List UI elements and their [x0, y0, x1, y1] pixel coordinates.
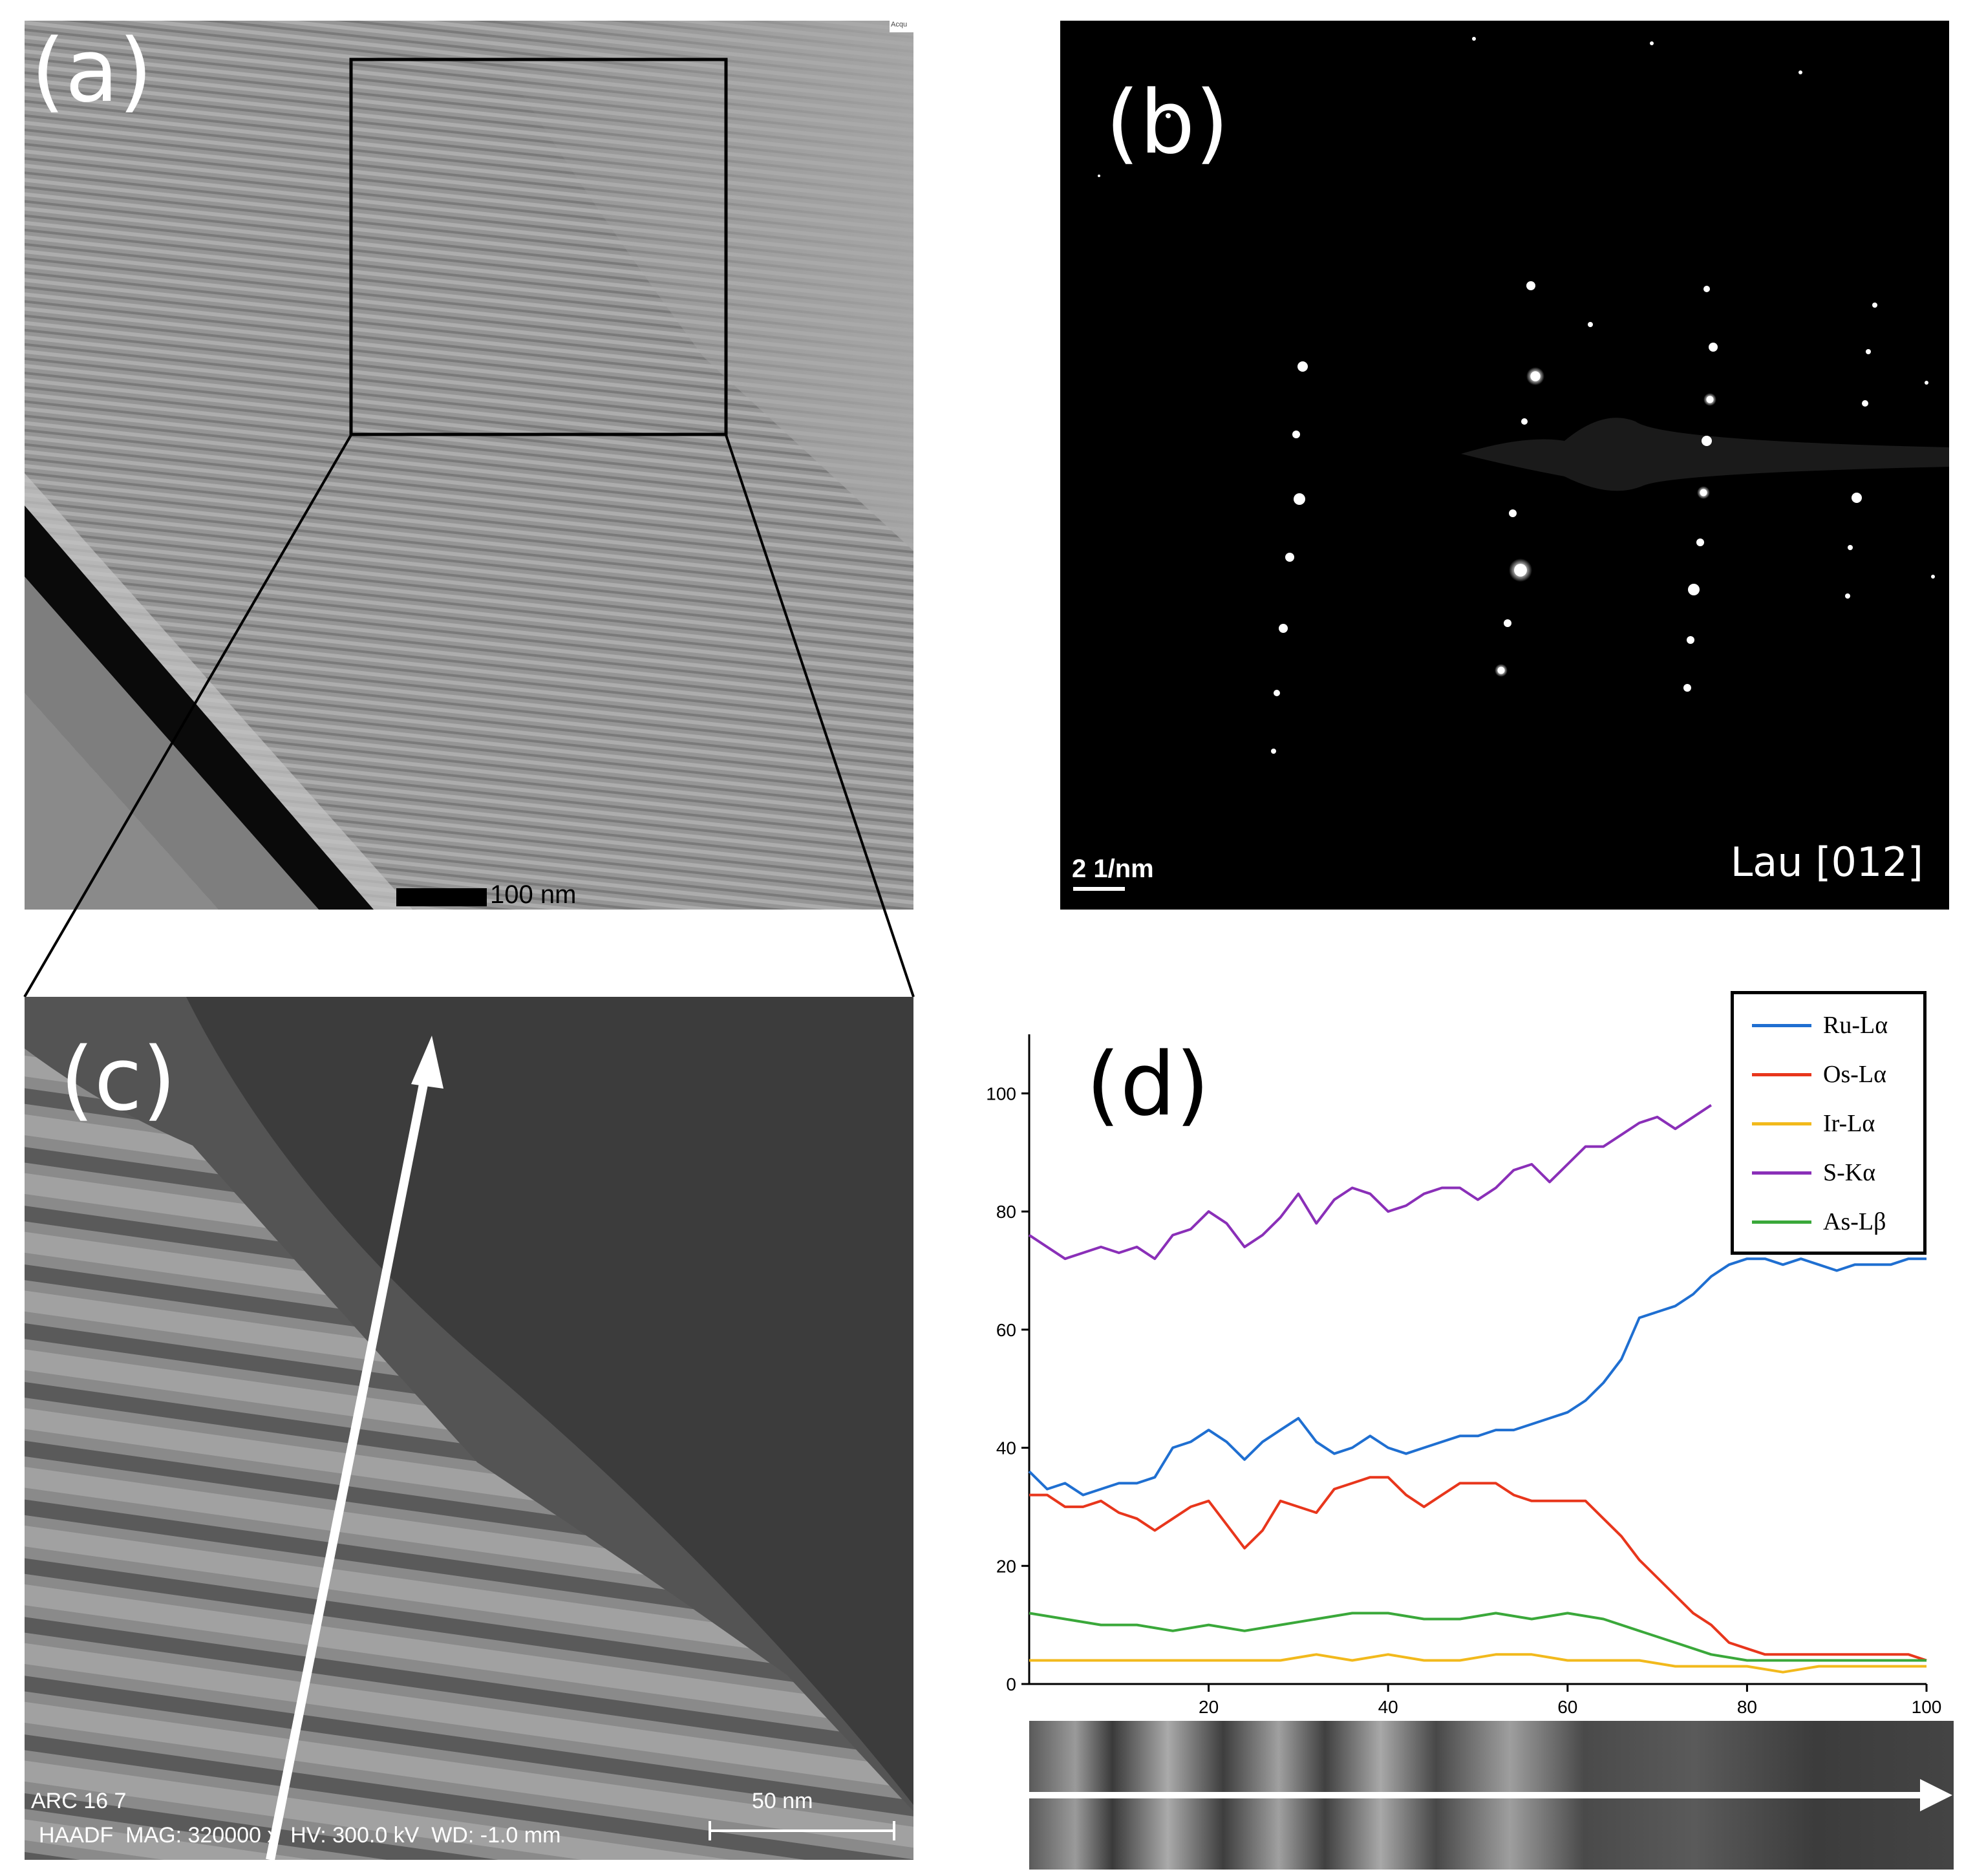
legend-entry-os: Os-Lα — [1734, 1050, 1923, 1099]
tem-micrograph-a — [25, 21, 913, 910]
scale-bar-label-b: 2 1/nm — [1072, 855, 1154, 883]
diffraction-spot — [1702, 436, 1712, 446]
diffraction-spot — [1696, 538, 1704, 546]
diffraction-spot — [1703, 286, 1710, 292]
diffraction-spot — [1872, 303, 1877, 308]
legend-label: Ir-Lα — [1823, 1110, 1875, 1137]
diffraction-spot — [1504, 619, 1511, 627]
legend-label: As-Lβ — [1823, 1208, 1886, 1235]
legend-entry-s: S-Kα — [1734, 1148, 1923, 1197]
diffraction-spot — [1294, 493, 1305, 505]
diffraction-spot — [1472, 37, 1476, 41]
panel-c-haadf-image: (c) 50 nm ARC 16 7 HAADF MAG: 320000 x H… — [25, 997, 913, 1860]
x-tick-label: 100 — [1912, 1697, 1942, 1717]
legend-swatch — [1752, 1122, 1811, 1125]
diffraction-spot — [1799, 70, 1802, 74]
panel-label-d: (d) — [1086, 1034, 1210, 1135]
legend-swatch — [1752, 1072, 1811, 1076]
x-tick-label: 80 — [1737, 1697, 1757, 1717]
diffraction-spot — [1279, 624, 1288, 633]
diffraction-spot-core — [1530, 371, 1541, 381]
selection-box — [349, 58, 728, 436]
y-tick-label: 100 — [986, 1083, 1016, 1103]
haadf-micrograph — [25, 997, 913, 1860]
x-tick-label: 60 — [1557, 1697, 1577, 1717]
panel-b-diffraction-pattern: (b) 2 1/nm Lau [012] — [1060, 21, 1949, 910]
diffraction-spot — [1848, 545, 1853, 550]
diffraction-spot — [1866, 349, 1871, 354]
diffraction-spot — [1688, 584, 1700, 595]
diffraction-spot-core — [1497, 666, 1505, 674]
sample-id: ARC 16 7 — [31, 1789, 127, 1813]
diffraction-spot — [1292, 431, 1300, 438]
series-line-ir — [1029, 1653, 1927, 1674]
legend-entry-as: As-Lβ — [1734, 1197, 1923, 1246]
diffraction-spot — [1098, 175, 1100, 177]
panel-label-a: (a) — [31, 21, 153, 122]
diffraction-spot — [1271, 749, 1276, 754]
diffraction-spot — [1687, 636, 1694, 644]
line-profile-arrow — [266, 1073, 430, 1860]
diffraction-spot — [1285, 553, 1294, 562]
scale-bar-a — [396, 888, 487, 906]
diffraction-spot — [1683, 684, 1691, 692]
corner-tag: Acqu — [891, 21, 908, 28]
scale-bar-b — [1073, 887, 1125, 891]
diffraction-spot — [1862, 400, 1868, 407]
diffraction-spot-core — [1514, 564, 1527, 577]
series-line-ru — [1028, 1257, 1927, 1497]
y-tick-label: 20 — [996, 1556, 1016, 1576]
diffraction-spots — [1060, 21, 1949, 910]
series-line-as — [1029, 1612, 1927, 1662]
legend-label: Os-Lα — [1823, 1061, 1887, 1088]
y-tick-label: 60 — [996, 1320, 1016, 1340]
diffraction-spot — [1274, 690, 1280, 696]
panel-label-c: (c) — [60, 1029, 176, 1130]
legend-swatch — [1752, 1023, 1811, 1027]
diffraction-spot — [1852, 493, 1862, 503]
diffraction-spot — [1526, 281, 1535, 290]
diffraction-spot — [1297, 361, 1308, 372]
diffraction-spot — [1650, 41, 1654, 45]
diffraction-spot — [1925, 381, 1928, 385]
eds-line-chart: 0 20 40 60 80 100 20 40 60 80 100 — [986, 1034, 1954, 1870]
y-tick-label: 80 — [996, 1202, 1016, 1222]
panel-a-tem-image: (a) 100 nm Acqu — [25, 21, 913, 910]
legend-swatch — [1752, 1220, 1811, 1224]
zone-axis-label: Lau [012] — [1730, 838, 1923, 886]
diffraction-spot-core — [1706, 396, 1714, 403]
diffraction-spot — [1521, 418, 1528, 425]
diffraction-spot — [1588, 322, 1593, 327]
series-line-os — [1029, 1476, 1927, 1662]
diffraction-spot — [1166, 113, 1171, 118]
acquisition-info: HAADF MAG: 320000 x HV: 300.0 kV WD: -1.… — [39, 1823, 561, 1848]
legend-label: Ru-Lα — [1823, 1012, 1888, 1039]
scale-bar-label-a: 100 nm — [490, 880, 577, 909]
legend-entry-ir: Ir-Lα — [1734, 1099, 1923, 1148]
y-tick-label: 0 — [1006, 1674, 1016, 1694]
series-line-s — [1028, 1103, 1712, 1261]
legend-label: S-Kα — [1823, 1159, 1876, 1186]
diffraction-spot — [1709, 343, 1718, 352]
panel-d-eds-line-profile: 0 20 40 60 80 100 20 40 60 80 100 — [970, 970, 1964, 1876]
y-tick-label: 40 — [996, 1438, 1016, 1458]
x-tick-label: 40 — [1378, 1697, 1398, 1717]
line-profile-strip — [1029, 1721, 1954, 1870]
legend-entry-ru: Ru-Lα — [1734, 1001, 1923, 1050]
x-tick-label: 20 — [1199, 1697, 1219, 1717]
legend-swatch — [1752, 1171, 1811, 1175]
diffraction-spot — [1845, 593, 1850, 599]
diffraction-spot — [1509, 509, 1517, 517]
diffraction-spot-core — [1700, 489, 1707, 496]
scale-bar-label-c: 50 nm — [752, 1789, 813, 1813]
diffraction-spot — [1931, 575, 1935, 579]
panel-label-b: (b) — [1105, 72, 1230, 173]
